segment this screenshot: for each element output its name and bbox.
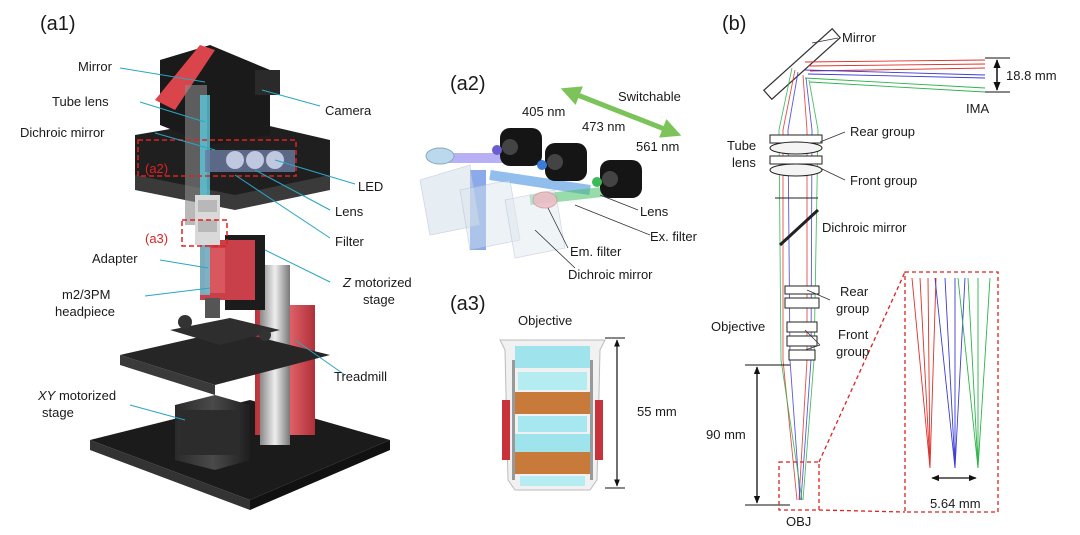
a1-xy-stage-line2: stage bbox=[42, 405, 74, 420]
a1-headpiece-line1: m2/3PM bbox=[62, 287, 111, 302]
a1-headpiece-line2: headpiece bbox=[55, 304, 115, 319]
a1-z-stage-1: motorized bbox=[354, 275, 412, 290]
b-obj-front-line2: group bbox=[836, 344, 870, 359]
b-dichroic-label: Dichroic mirror bbox=[822, 220, 907, 235]
a2-561nm-label: 561 nm bbox=[636, 139, 680, 154]
a1-xy-stage-line1: XY motorized bbox=[38, 389, 116, 402]
b-zoom-size-label: 5.64 mm bbox=[930, 496, 981, 511]
b-obj-rear-line1: Rear bbox=[840, 284, 869, 299]
a1-leaders bbox=[119, 67, 356, 421]
a1-instrument bbox=[90, 45, 390, 510]
panel-a1-label: (a1) bbox=[40, 13, 76, 35]
b-obj-label: OBJ bbox=[786, 514, 812, 529]
a2-lens-label: Lens bbox=[640, 204, 669, 219]
b-rear-group-label: Rear group bbox=[850, 124, 916, 139]
a1-z-stage-line1: Z motorized bbox=[343, 276, 412, 289]
a3-length-label: 55 mm bbox=[637, 404, 677, 419]
a1-xy-prefix: XY bbox=[38, 388, 56, 403]
b-objective-label: Objective bbox=[711, 319, 766, 334]
b-working-distance-label: 90 mm bbox=[706, 427, 746, 442]
b-mirror-label: Mirror bbox=[842, 30, 876, 45]
a1-z-stage-line2: stage bbox=[363, 292, 395, 307]
a1-treadmill-label: Treadmill bbox=[334, 369, 387, 384]
a1-camera-label: Camera bbox=[325, 103, 372, 118]
a1-mirror-label: Mirror bbox=[78, 59, 112, 74]
a1-led-label: LED bbox=[358, 179, 384, 194]
a1-dichroic-label: Dichroic mirror bbox=[20, 125, 105, 140]
panel-b-label: (b) bbox=[722, 13, 747, 35]
a1-callout-a2: (a2) bbox=[145, 161, 169, 176]
a2-em-filter-label: Em. filter bbox=[570, 244, 622, 259]
a3-objective bbox=[499, 337, 625, 491]
b-ima-label: IMA bbox=[966, 101, 990, 116]
a2-dichroic-label: Dichroic mirror bbox=[568, 267, 653, 282]
a1-tube-lens-label: Tube lens bbox=[52, 94, 109, 109]
b-obj-rear-line2: group bbox=[836, 301, 870, 316]
b-ray-diagram bbox=[745, 27, 1010, 513]
a1-callout-a3: (a3) bbox=[145, 231, 169, 246]
panel-a2-label: (a2) bbox=[450, 73, 486, 95]
b-tube-line1: Tube bbox=[727, 138, 757, 153]
a1-adapter-label: Adapter bbox=[92, 251, 138, 266]
a1-filter-label: Filter bbox=[335, 234, 364, 249]
a2-illustration bbox=[419, 86, 682, 269]
b-ima-size-label: 18.8 mm bbox=[1006, 68, 1057, 83]
a1-lens-label: Lens bbox=[335, 204, 364, 219]
panel-a3-label: (a3) bbox=[450, 293, 486, 315]
a1-z-prefix: Z bbox=[343, 275, 351, 290]
b-tube-line2: lens bbox=[732, 155, 756, 170]
a2-473nm-label: 473 nm bbox=[582, 119, 626, 134]
a2-ex-filter-label: Ex. filter bbox=[650, 229, 697, 244]
a1-xy-stage-1: motorized bbox=[58, 388, 117, 403]
a3-objective-label: Objective bbox=[518, 313, 573, 328]
b-obj-front-line1: Front bbox=[838, 327, 869, 342]
a2-405nm-label: 405 nm bbox=[522, 104, 566, 119]
b-front-group-label: Front group bbox=[850, 173, 918, 188]
a2-switchable-label: Switchable bbox=[618, 89, 681, 104]
